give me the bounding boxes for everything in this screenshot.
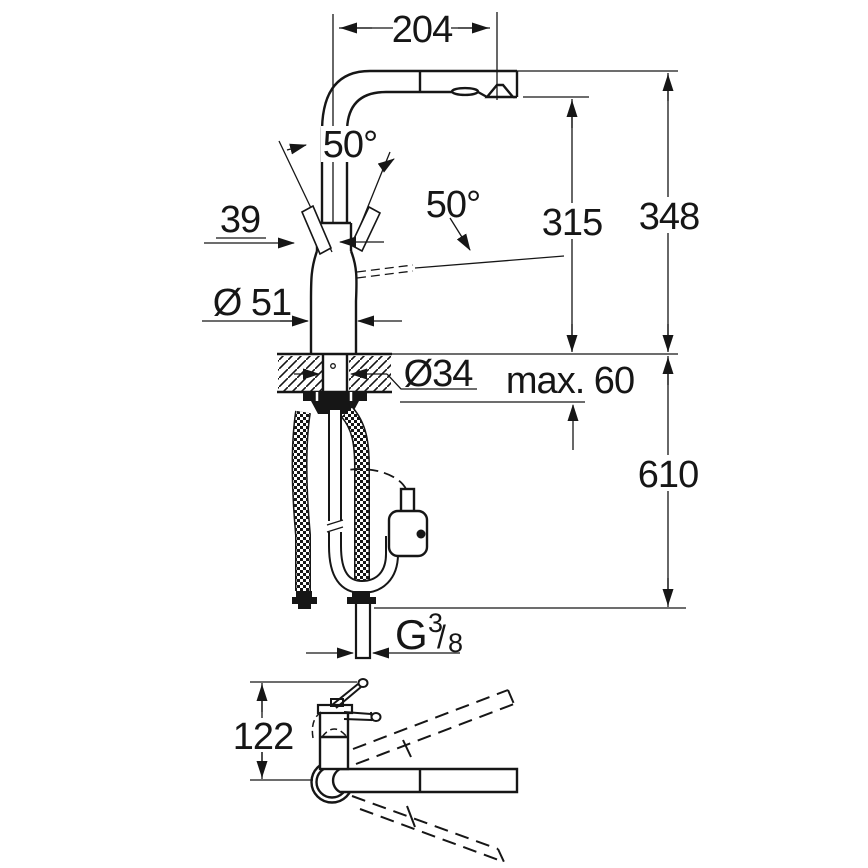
lever-raised bbox=[331, 683, 362, 709]
label-thread-numerator: 3 bbox=[428, 608, 442, 638]
leader-34 bbox=[386, 373, 477, 390]
swivel-range-arms bbox=[351, 689, 515, 863]
swivel-arm-up bbox=[352, 689, 515, 765]
body-vase bbox=[309, 250, 358, 354]
swivel-arm-down-tick bbox=[406, 805, 416, 828]
label-hole-diameter: Ø34 bbox=[404, 353, 474, 395]
swivel-arm-up-tick bbox=[402, 739, 412, 758]
label-height-total: 348 bbox=[639, 196, 699, 238]
shank-detail bbox=[330, 363, 336, 369]
washer-slots bbox=[315, 392, 353, 401]
swivel-arm-down bbox=[351, 795, 505, 863]
label-handle-width: 39 bbox=[220, 199, 260, 241]
mask-122 bbox=[237, 718, 289, 752]
connector-left-stub bbox=[298, 604, 311, 609]
spout-tube-front bbox=[331, 767, 519, 794]
handle-phantom-axis bbox=[414, 255, 565, 269]
connector-left-nut bbox=[296, 591, 312, 598]
label-body-diameter: Ø 51 bbox=[213, 282, 291, 324]
label-front-height: 122 bbox=[233, 716, 293, 758]
shank-tube bbox=[321, 355, 349, 392]
connector-left-flange bbox=[292, 597, 317, 604]
label-reach: 204 bbox=[392, 9, 453, 51]
pullout-head bbox=[418, 71, 519, 99]
label-masks bbox=[237, 7, 695, 752]
hose-connectors bbox=[292, 591, 376, 609]
mask-610 bbox=[642, 455, 694, 491]
hose-right-braid bbox=[341, 407, 369, 591]
faucet-front-view bbox=[250, 678, 519, 863]
angle-arrow-left bbox=[286, 143, 307, 155]
hose-left-braid bbox=[293, 411, 310, 591]
handle-angles bbox=[278, 140, 565, 279]
label-max-counter-thickness: max. 60 bbox=[506, 360, 634, 402]
label-handle-tilt: 50° bbox=[426, 184, 480, 226]
handle-lever-left bbox=[300, 204, 333, 256]
label-thread-denominator: 8 bbox=[448, 628, 462, 658]
lever-raised-knob bbox=[357, 678, 369, 688]
hose-weight bbox=[387, 509, 429, 558]
supply-hoses bbox=[291, 406, 429, 660]
body-front bbox=[318, 709, 350, 771]
label-thread-g38: G 3 / 8 bbox=[395, 608, 463, 658]
mask-50-left bbox=[321, 126, 379, 162]
faucet-side-view bbox=[309, 69, 519, 354]
body-hidden-dome bbox=[321, 728, 348, 738]
label-height-to-spout: 315 bbox=[542, 202, 602, 244]
angle-arrow-right bbox=[377, 158, 395, 173]
mask-315 bbox=[546, 203, 598, 239]
mask-348 bbox=[643, 197, 695, 233]
label-thread-prefix: G bbox=[395, 611, 427, 658]
thread-g38-tube bbox=[354, 604, 372, 660]
hose-hidden-run bbox=[347, 468, 407, 490]
handle-lever-right bbox=[349, 205, 382, 253]
connector-center-flange bbox=[347, 597, 376, 604]
mask-204 bbox=[393, 7, 451, 49]
aerator-cone bbox=[484, 83, 516, 99]
connector-center-nut bbox=[352, 591, 370, 598]
spray-button bbox=[450, 86, 480, 97]
weight-stem bbox=[399, 487, 416, 515]
front-levers bbox=[331, 678, 382, 722]
label-hose-drop: 610 bbox=[638, 454, 698, 496]
weight-clip-dot bbox=[416, 529, 426, 539]
label-thread-slash: / bbox=[437, 619, 446, 655]
washer-plate bbox=[303, 392, 367, 401]
lever-horizontal-knob bbox=[370, 712, 382, 722]
handle-phantom-outline bbox=[356, 264, 414, 279]
tilt-leader-arrow bbox=[449, 217, 471, 251]
label-handle-swing: 50° bbox=[323, 124, 377, 166]
pullout-hose-loop-core bbox=[330, 532, 397, 593]
mounting-nut bbox=[311, 401, 359, 414]
dimension-lines bbox=[202, 12, 686, 659]
hose-break-marks bbox=[326, 519, 344, 533]
mounting-hardware bbox=[303, 392, 367, 414]
body-hidden-arc-left bbox=[311, 711, 322, 739]
